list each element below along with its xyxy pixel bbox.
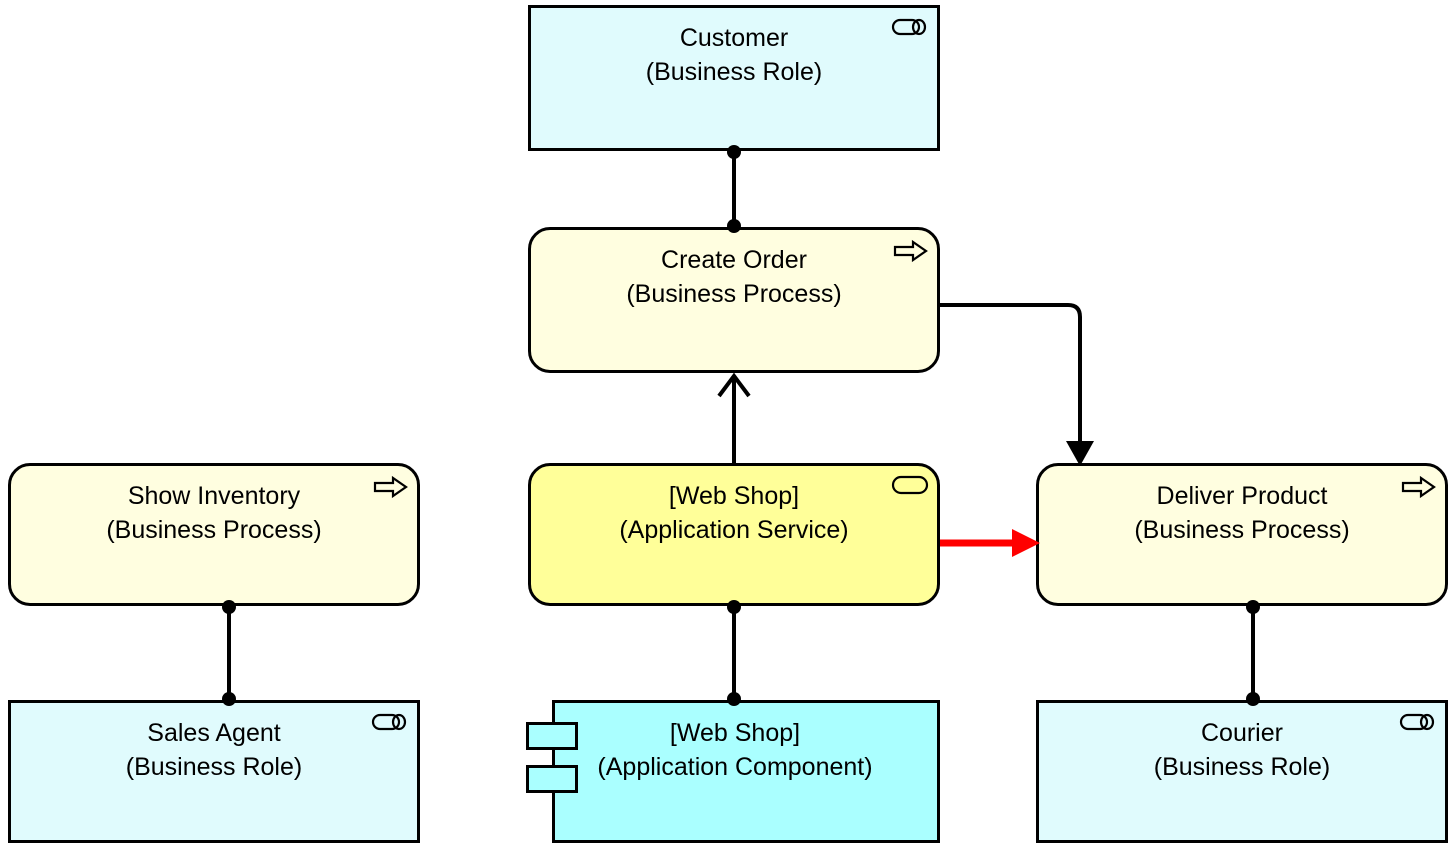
edge-web-shop-service-to-web-shop-component[interactable]	[727, 600, 741, 706]
node-courier-label: Courier (Business Role)	[1153, 719, 1331, 781]
node-customer-label: Customer (Business Role)	[645, 24, 823, 86]
business-role-icon	[891, 16, 929, 38]
edge-show-inventory-to-sales-agent[interactable]	[222, 600, 236, 706]
business-process-icon	[1401, 475, 1437, 499]
node-show-inventory[interactable]: Show Inventory (Business Process)	[8, 463, 420, 606]
node-customer[interactable]: Customer (Business Role)	[528, 5, 940, 151]
business-role-icon	[371, 711, 409, 733]
application-service-icon	[891, 474, 929, 496]
node-web-shop-application-service[interactable]: [Web Shop] (Application Service)	[528, 463, 940, 606]
application-component-tab-lower	[526, 765, 578, 793]
node-sales-agent-label: Sales Agent (Business Role)	[125, 719, 303, 781]
node-show-inventory-label: Show Inventory (Business Process)	[106, 482, 322, 544]
application-component-tab-upper	[526, 722, 578, 750]
node-create-order[interactable]: Create Order (Business Process)	[528, 227, 940, 373]
node-web-shop-application-component-label: [Web Shop] (Application Component)	[597, 719, 873, 781]
node-sales-agent[interactable]: Sales Agent (Business Role)	[8, 700, 420, 843]
edge-web-shop-service-to-deliver-product[interactable]	[940, 529, 1040, 557]
node-web-shop-application-component[interactable]: [Web Shop] (Application Component)	[552, 700, 940, 843]
business-role-icon	[1399, 711, 1437, 733]
node-deliver-product-label: Deliver Product (Business Process)	[1134, 482, 1350, 544]
edge-create-order-to-deliver-product[interactable]	[940, 303, 1094, 466]
node-courier[interactable]: Courier (Business Role)	[1036, 700, 1448, 843]
edge-web-shop-service-to-create-order[interactable]	[717, 372, 751, 463]
edge-deliver-product-to-courier[interactable]	[1246, 600, 1260, 706]
node-deliver-product[interactable]: Deliver Product (Business Process)	[1036, 463, 1448, 606]
edge-customer-to-create-order[interactable]	[727, 145, 741, 233]
node-web-shop-application-service-label: [Web Shop] (Application Service)	[619, 482, 849, 544]
business-process-icon	[373, 475, 409, 499]
business-process-icon	[893, 239, 929, 263]
node-create-order-label: Create Order (Business Process)	[626, 246, 842, 308]
